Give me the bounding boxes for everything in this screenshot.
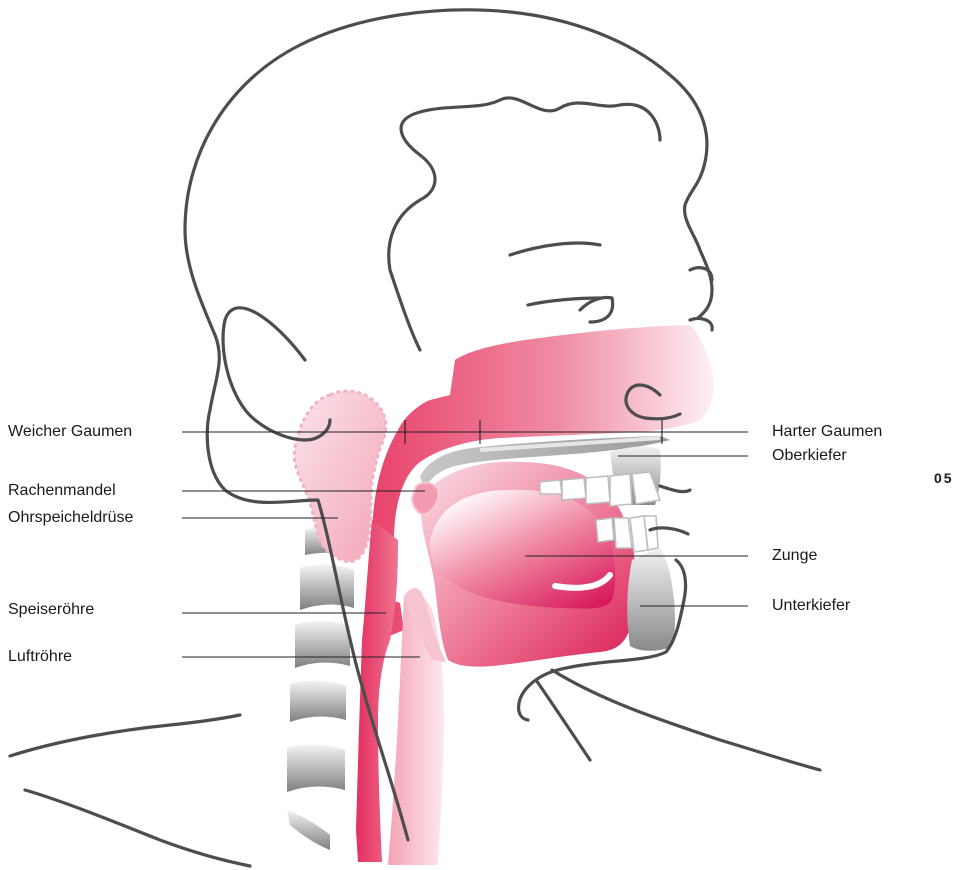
- label-mandible: Unterkiefer: [772, 597, 850, 615]
- vertebrae: [287, 527, 354, 850]
- trachea: [388, 594, 444, 865]
- label-adenoid: Rachenmandel: [8, 482, 116, 500]
- label-soft-palate: Weicher Gaumen: [8, 423, 132, 441]
- label-maxilla: Oberkiefer: [772, 447, 847, 465]
- label-hard-palate: Harter Gaumen: [772, 423, 882, 441]
- label-tongue: Zunge: [772, 547, 817, 565]
- page-number: 05: [934, 470, 954, 486]
- mandible: [627, 548, 675, 651]
- label-parotid-gland: Ohrspeicheldrüse: [8, 509, 133, 527]
- label-esophagus: Speiseröhre: [8, 601, 94, 619]
- label-trachea: Luftröhre: [8, 648, 72, 666]
